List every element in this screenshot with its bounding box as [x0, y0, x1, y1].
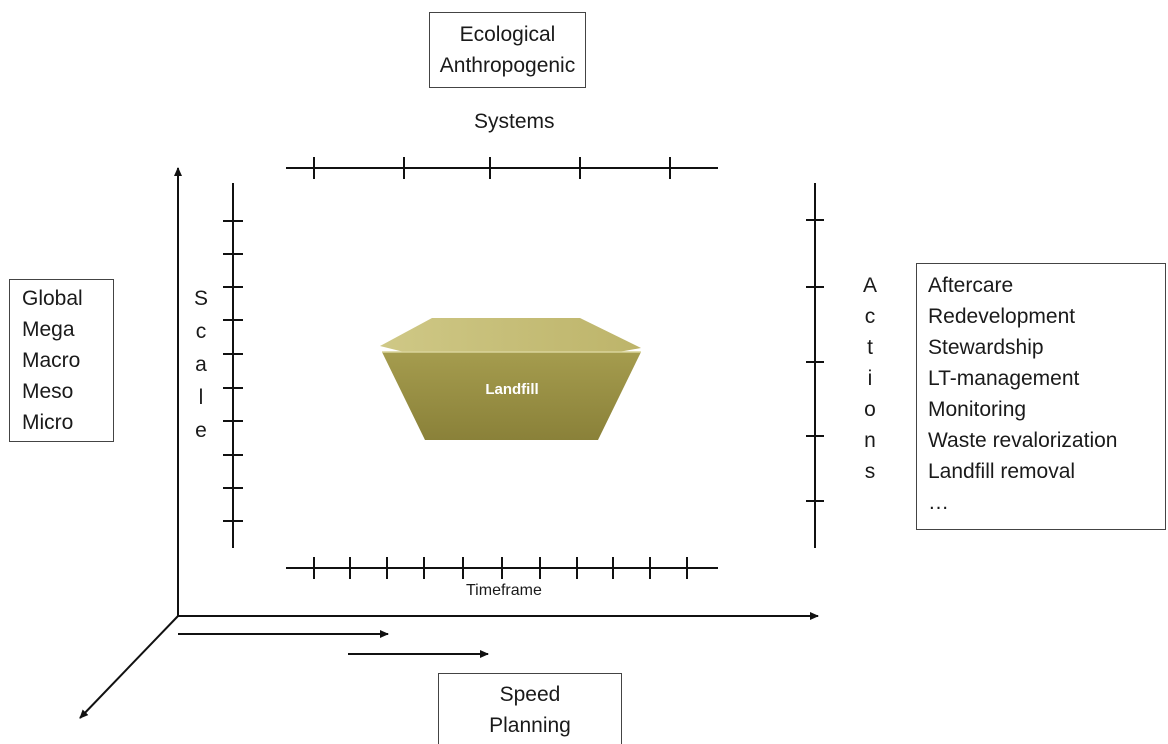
- actions-box-line: LT-management: [928, 367, 1080, 390]
- scale-box-line: Micro: [22, 411, 74, 434]
- speed-box-line: Speed: [499, 683, 561, 706]
- landfill-top-face: [380, 318, 641, 356]
- actions-axis: [806, 183, 824, 548]
- scale-label-letter: l: [198, 386, 204, 409]
- systems-box-line: Anthropogenic: [439, 54, 576, 77]
- actions-label-letter: t: [867, 336, 873, 359]
- scale-box-line: Macro: [22, 349, 81, 372]
- timeframe-label: Timeframe: [466, 582, 542, 599]
- timeframe-axis: [286, 557, 718, 579]
- depth-axis-arrow: [79, 615, 179, 719]
- scale-label-letter: a: [195, 353, 207, 376]
- scale-box-line: Meso: [22, 380, 74, 403]
- systems-box-line: Ecological: [459, 23, 556, 46]
- actions-label-letter: A: [862, 274, 877, 297]
- actions-box-line: Monitoring: [928, 398, 1027, 421]
- actions-box-line: …: [928, 491, 949, 514]
- scale-label-letter: S: [193, 287, 208, 310]
- actions-label-letter: c: [864, 305, 876, 328]
- scale-box: Global Mega Macro Meso Micro: [9, 279, 114, 442]
- actions-box-line: Landfill removal: [928, 460, 1076, 483]
- actions-box-line: Waste revalorization: [928, 429, 1118, 452]
- scale-label-letter: c: [195, 320, 207, 343]
- landfill-shape: [380, 318, 641, 440]
- actions-label-letter: n: [864, 429, 876, 452]
- scale-label-letter: e: [195, 419, 207, 442]
- speed-box: Speed Planning: [438, 673, 622, 744]
- actions-box: Aftercare Redevelopment Stewardship LT-m…: [916, 263, 1166, 530]
- scale-label: S c a l e: [189, 282, 213, 447]
- actions-label-letter: o: [864, 398, 876, 421]
- actions-box-line: Aftercare: [928, 274, 1014, 297]
- actions-label-letter: i: [867, 367, 873, 390]
- systems-label: Systems: [474, 110, 555, 133]
- systems-box: Ecological Anthropogenic: [429, 12, 586, 88]
- landfill-label: Landfill: [485, 381, 538, 398]
- scale-box-line: Global: [22, 287, 83, 310]
- actions-label: A c t i o n s: [858, 270, 882, 487]
- actions-box-line: Redevelopment: [928, 305, 1076, 328]
- actions-box-line: Stewardship: [928, 336, 1044, 359]
- actions-label-letter: s: [864, 460, 876, 483]
- scale-box-line: Mega: [22, 318, 75, 341]
- speed-box-line: Planning: [489, 714, 571, 737]
- landfill-front-face: [382, 352, 641, 440]
- systems-axis: [286, 157, 718, 179]
- scale-axis: [223, 183, 243, 548]
